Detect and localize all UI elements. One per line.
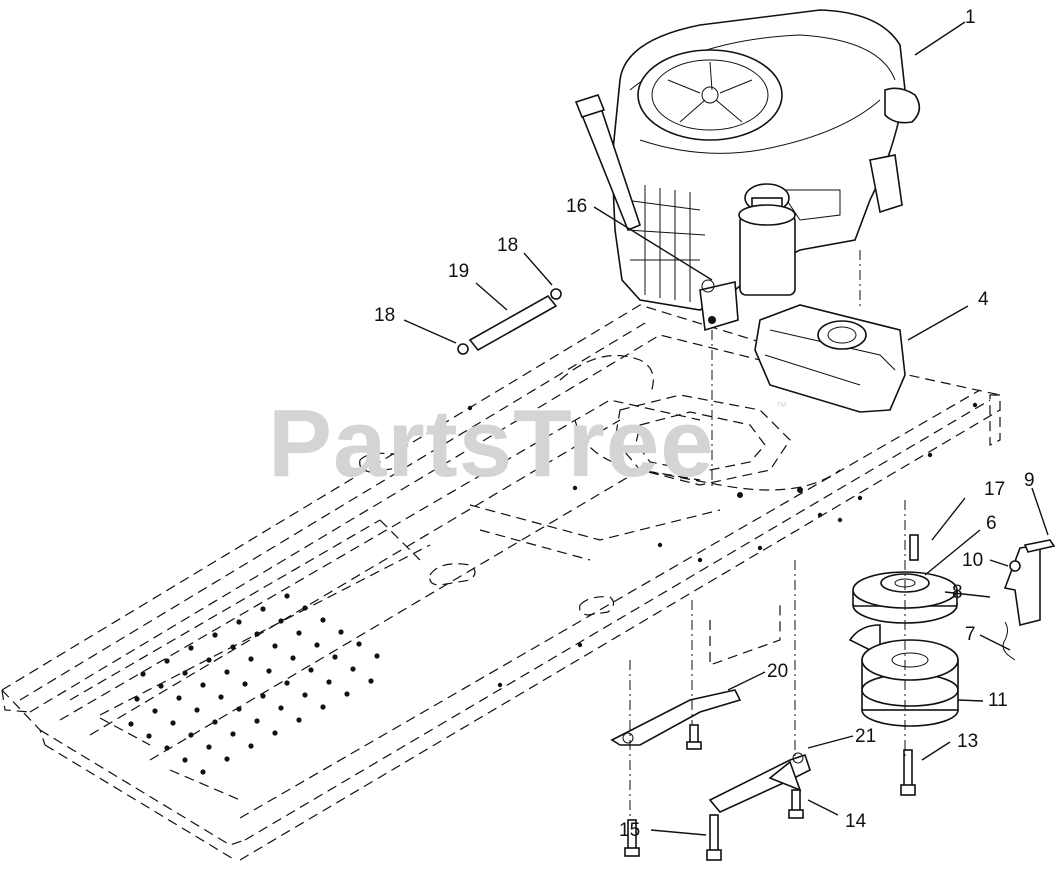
floor-hole [230, 644, 236, 650]
callout-15: 15 [619, 820, 640, 841]
callout-10: 10 [962, 550, 983, 571]
floor-hole [326, 679, 332, 685]
watermark-trademark: ™ [776, 401, 787, 413]
floor-hole [260, 693, 266, 699]
floor-hole [212, 719, 218, 725]
floor-hole [188, 645, 194, 651]
floor-hole [320, 704, 326, 710]
clutch-bracket-hardware [909, 534, 1056, 661]
floor-hole [176, 695, 182, 701]
floor-hole [356, 641, 362, 647]
callout-7: 7 [965, 624, 976, 645]
floor-hole [332, 654, 338, 660]
floor-hole [158, 683, 164, 689]
floor-hole [224, 756, 230, 762]
callout-19: 19 [448, 261, 469, 282]
axis-lines [629, 250, 906, 820]
floor-hole [182, 670, 188, 676]
floor-hole [344, 691, 350, 697]
floor-hole [242, 681, 248, 687]
callout-17: 17 [984, 479, 1005, 500]
floor-hole [254, 718, 260, 724]
floor-hole [266, 668, 272, 674]
floor-hole [302, 692, 308, 698]
floor-hole [164, 658, 170, 664]
callout-4: 4 [978, 289, 989, 310]
bolts [624, 724, 916, 861]
floor-hole [314, 642, 320, 648]
floor-hole [338, 629, 344, 635]
floor-hole [170, 720, 176, 726]
floor-hole [194, 707, 200, 713]
floor-hole [278, 618, 284, 624]
floor-hole [146, 733, 152, 739]
floor-hole [278, 705, 284, 711]
floor-hole [206, 657, 212, 663]
floor-hole [212, 632, 218, 638]
floor-hole [230, 731, 236, 737]
floor-hole [224, 669, 230, 675]
frame-holes [467, 402, 978, 688]
callout-6: 6 [986, 513, 997, 534]
floor-hole [284, 680, 290, 686]
floor-hole [236, 619, 242, 625]
floor-hole [272, 730, 278, 736]
floor-hole [248, 743, 254, 749]
floor-hole [218, 694, 224, 700]
callout-8: 8 [952, 582, 963, 603]
floor-hole [296, 717, 302, 723]
callout-14: 14 [845, 811, 867, 832]
floor-hole [260, 606, 266, 612]
floor-hole [248, 656, 254, 662]
floor-hole [140, 671, 146, 677]
floor-hole [296, 630, 302, 636]
floor-hole [236, 706, 242, 712]
callout-13: 13 [957, 731, 978, 752]
callout-9: 9 [1024, 470, 1035, 491]
watermark-text: PartsTree [268, 390, 715, 497]
pto-clutch [848, 624, 959, 727]
callout-21: 21 [855, 726, 876, 747]
floor-hole [254, 631, 260, 637]
floor-hole [188, 732, 194, 738]
floor-hole [368, 678, 374, 684]
floor-hole [350, 666, 356, 672]
callout-18-top: 18 [497, 235, 518, 256]
floor-hole [374, 653, 380, 659]
floor-hole [200, 682, 206, 688]
floor-hole [308, 667, 314, 673]
floor-hole [320, 617, 326, 623]
engine [574, 9, 921, 332]
floor-hole [284, 593, 290, 599]
floor-hole [182, 757, 188, 763]
callout-18-left: 18 [374, 305, 395, 326]
callout-16: 16 [566, 196, 587, 217]
callout-11: 11 [988, 690, 1008, 711]
leader-lines [403, 21, 1049, 836]
callout-labels: 1 4 6 7 8 9 10 11 13 14 15 16 17 18 18 1… [374, 7, 1035, 841]
floor-hole [128, 721, 134, 727]
callout-20: 20 [767, 661, 788, 682]
fuel-line-assembly [457, 288, 562, 355]
floor-hole [290, 655, 296, 661]
floor-hole [164, 745, 170, 751]
floor-hole [200, 769, 206, 775]
frame-chassis [1, 304, 1001, 861]
floor-hole [206, 744, 212, 750]
callout-1: 1 [965, 7, 976, 28]
floor-hole [302, 605, 308, 611]
floor-plate-holes [128, 593, 380, 775]
floor-hole [272, 643, 278, 649]
muffler [754, 304, 906, 413]
floor-hole [134, 696, 140, 702]
floor-hole [152, 708, 158, 714]
engine-mount-brackets [610, 689, 811, 813]
